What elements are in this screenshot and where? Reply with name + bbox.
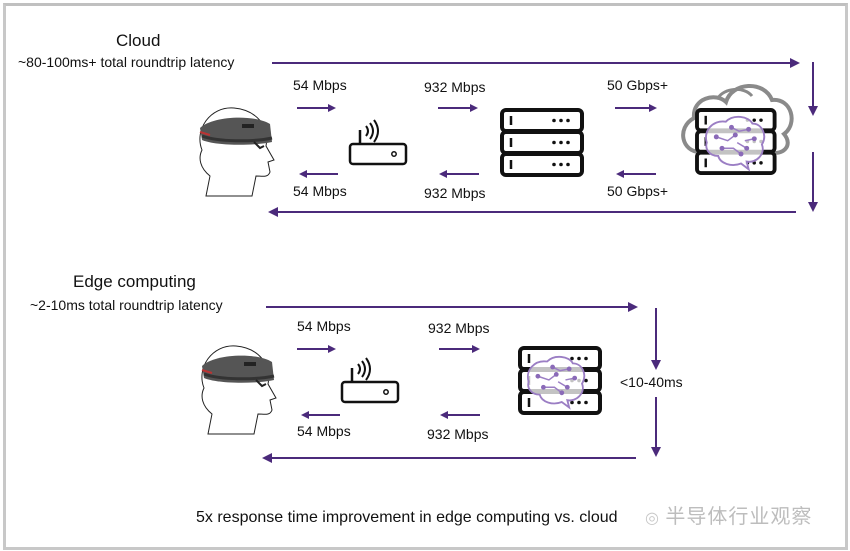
watermark: ◎ 半导体行业观察 [645,500,812,529]
cloud-uplink-rate-3: 50 Gbps+ [607,77,669,93]
edge-processing-time: <10-40ms [620,374,683,390]
cloud-uplink-rate-2: 932 Mbps [424,79,486,95]
edge-title: Edge computing [73,272,196,291]
cloud-downlink-rate-1: 54 Mbps [293,183,347,199]
wifi-router-icon [348,118,408,166]
cloud-latency-label: ~80-100ms+ total roundtrip latency [18,54,235,70]
cloud-downlink-rate-3: 50 Gbps+ [607,183,669,199]
headset-user-icon [200,344,278,436]
edge-downlink-rate-2: 932 Mbps [427,426,489,442]
server-rack-icon [500,108,584,177]
cloud-downlink-rate-2: 932 Mbps [424,185,486,201]
cloud-title: Cloud [116,31,161,50]
cloud-uplink-rate-1: 54 Mbps [293,77,347,93]
headset-user-icon [198,106,276,198]
wechat-icon: ◎ [645,510,666,527]
edge-downlink-rate-1: 54 Mbps [297,423,351,439]
edge-uplink-rate-1: 54 Mbps [297,318,351,334]
caption: 5x response time improvement in edge com… [196,509,618,526]
edge-ai-server-icon [518,346,602,415]
cloud-section [198,58,818,217]
watermark-text: 半导体行业观察 [665,506,813,528]
wifi-router-icon [340,356,400,404]
edge-uplink-rate-2: 932 Mbps [428,320,490,336]
edge-section [200,302,661,463]
cloud-ai-server-icon [681,84,794,175]
edge-latency-label: ~2-10ms total roundtrip latency [30,297,223,313]
